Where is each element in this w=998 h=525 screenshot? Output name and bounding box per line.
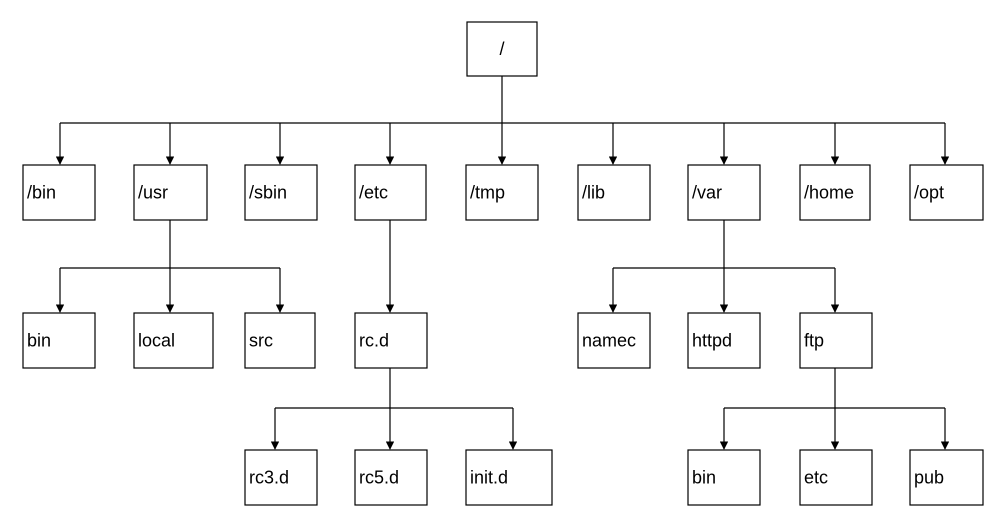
node-box: [799, 449, 873, 506]
node-label: local: [138, 331, 175, 351]
node-box: [687, 449, 761, 506]
node-root-usr-1: /usr: [133, 164, 208, 221]
node-box: [354, 164, 427, 221]
node-box: [577, 164, 651, 221]
node-box: [687, 312, 761, 369]
node-label: /var: [692, 183, 722, 203]
node-box: [133, 312, 214, 369]
node-root-etc-3: /etc: [354, 164, 427, 221]
node-init-d-3-0-2: init.d: [465, 449, 553, 506]
node-rc5-d-3-0-1: rc5.d: [354, 449, 428, 506]
node-box: [465, 164, 539, 221]
node-box: [244, 449, 318, 506]
node-src-1-2: src: [244, 312, 316, 369]
node-box: [909, 164, 984, 221]
node-label: bin: [27, 331, 51, 351]
node-label: /lib: [582, 183, 605, 203]
node-namec-6-0: namec: [577, 312, 651, 369]
node-box: [244, 312, 316, 369]
node-box: [799, 164, 871, 221]
node-label: rc5.d: [359, 468, 399, 488]
node-root-bin-0: /bin: [22, 164, 96, 221]
node-box: [466, 21, 538, 77]
node-rc3-d-3-0-0: rc3.d: [244, 449, 318, 506]
node-label: /opt: [914, 183, 944, 203]
node-pub-6-2-2: pub: [909, 449, 984, 506]
node-label: bin: [692, 468, 716, 488]
node-rc-d-3-0: rc.d: [354, 312, 428, 369]
node-box: [22, 312, 96, 369]
node-label: pub: [914, 468, 944, 488]
node-box: [465, 449, 553, 506]
node-box: [133, 164, 208, 221]
node-box: [244, 164, 318, 221]
node-label: /tmp: [470, 183, 505, 203]
node-etc-6-2-1: etc: [799, 449, 873, 506]
node-httpd-6-1: httpd: [687, 312, 761, 369]
node-label: /usr: [138, 183, 168, 203]
node-label: /home: [804, 183, 854, 203]
node-bin-1-0: bin: [22, 312, 96, 369]
node-root-tmp-4: /tmp: [465, 164, 539, 221]
node-root-var-6: /var: [687, 164, 761, 221]
node-label: ftp: [804, 331, 824, 351]
node-box: [22, 164, 96, 221]
node-root-home-7: /home: [799, 164, 871, 221]
node-root: /: [466, 21, 538, 77]
node-label: init.d: [470, 468, 508, 488]
node-label: etc: [804, 468, 828, 488]
node-label: src: [249, 331, 273, 351]
node-bin-6-2-0: bin: [687, 449, 761, 506]
node-box: [354, 449, 428, 506]
node-ftp-6-2: ftp: [799, 312, 873, 369]
node-label: httpd: [692, 331, 732, 351]
node-box: [354, 312, 428, 369]
node-box: [909, 449, 984, 506]
node-label: rc.d: [359, 331, 389, 351]
node-root-opt-8: /opt: [909, 164, 984, 221]
node-label: /: [499, 39, 504, 59]
node-local-1-1: local: [133, 312, 214, 369]
node-root-lib-5: /lib: [577, 164, 651, 221]
node-label: namec: [582, 331, 636, 351]
node-label: rc3.d: [249, 468, 289, 488]
node-box: [799, 312, 873, 369]
node-root-sbin-2: /sbin: [244, 164, 318, 221]
node-box: [577, 312, 651, 369]
node-label: /sbin: [249, 183, 287, 203]
node-box: [687, 164, 761, 221]
node-label: /bin: [27, 183, 56, 203]
node-label: /etc: [359, 183, 388, 203]
